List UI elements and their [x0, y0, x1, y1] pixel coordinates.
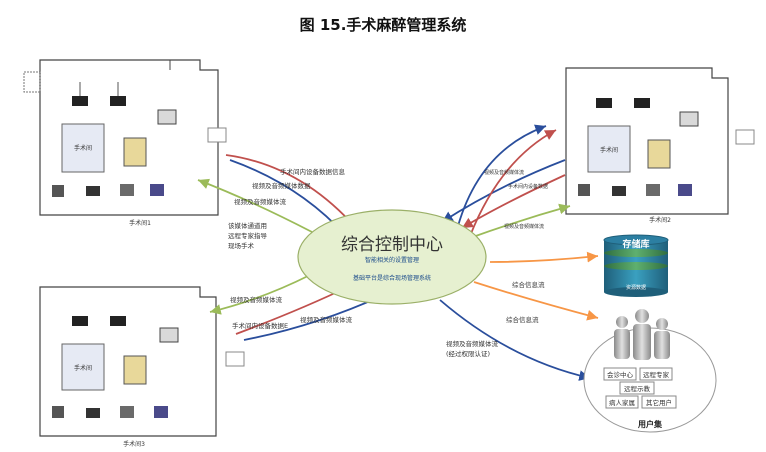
room-caption: 手术间2	[649, 216, 671, 224]
user-group: 会诊中心 远程专家 远程示教 病人家属 其它用户 用户集	[583, 309, 717, 433]
center-line-1: 智能相关的设置管理	[365, 256, 419, 264]
center-title: 综合控制中心	[341, 235, 443, 255]
label-info-2: 综合信息流	[506, 315, 539, 324]
label-device-data: 手术间内设备数据信息	[280, 167, 346, 176]
label-av-stream-b: 视频及音频媒体流	[300, 315, 353, 324]
arrow-av-downlink-b	[209, 274, 311, 315]
arrow-up-right	[457, 124, 547, 227]
operating-table-icon	[61, 123, 105, 173]
label-right-b: 手术间内设备数据	[508, 183, 548, 190]
server-icon	[647, 139, 671, 169]
users-caption: 用户集	[637, 419, 663, 429]
equipment-icon	[52, 185, 64, 197]
terminal-icon	[207, 127, 227, 143]
equipment-icon	[120, 406, 134, 418]
workstation-icon	[679, 111, 699, 127]
storage-layer-label: 资源数据	[626, 284, 646, 291]
workstation-icon	[159, 327, 179, 343]
server-icon	[123, 137, 147, 167]
room-label: 手术间	[600, 146, 618, 154]
label-info-1: 综合信息流	[512, 280, 545, 289]
equipment-icon	[678, 184, 692, 196]
workstation-icon	[157, 109, 177, 125]
label-right-c: 视频及音频媒体流	[504, 223, 544, 230]
label-auth-1: 视频及音频媒体流	[446, 339, 499, 348]
label-av-stream-b-up: 视频及音频媒体流	[230, 295, 283, 304]
monitor-icon	[110, 96, 126, 106]
terminal-icon	[735, 129, 755, 145]
operating-table-icon	[587, 125, 631, 173]
room-caption: 手术间1	[129, 219, 151, 227]
label-remote-note-2: 远程专家指导	[228, 231, 268, 240]
arrow-info-users	[473, 281, 599, 321]
storage-label: 存储库	[622, 238, 649, 250]
operating-room-bottom-left: 手术间 手术间3	[39, 286, 217, 448]
equipment-icon	[612, 186, 626, 196]
terminal-icon	[225, 351, 245, 367]
user-tag-family: 病人家属	[609, 398, 635, 407]
user-tag-consult: 会诊中心	[607, 370, 634, 379]
monitor-icon	[110, 316, 126, 326]
monitor-icon	[596, 98, 612, 108]
arrow-device-data	[225, 154, 357, 229]
control-center: 综合控制中心 智能相关的设置管理 基础平台是综合现场管理系统	[297, 209, 487, 305]
equipment-icon	[154, 406, 168, 418]
label-right-a: 视频及音频媒体流	[484, 169, 524, 176]
equipment-icon	[120, 184, 134, 196]
room-label: 手术间	[74, 144, 92, 152]
monitor-icon	[72, 96, 88, 106]
page-title: 图 15.手术麻醉管理系统	[299, 16, 467, 34]
arrow-auth-stream	[439, 299, 591, 381]
operating-room-top-left: 手术间 手术间1	[23, 59, 219, 227]
user-tag-expert: 远程专家	[643, 370, 670, 379]
arrow-device-data-c	[461, 174, 566, 229]
equipment-icon	[150, 184, 164, 196]
arrow-av-downlink	[197, 178, 313, 233]
arrow-info-storage	[489, 251, 599, 263]
user-tag-teaching: 远程示教	[624, 384, 651, 393]
label-remote-note-1: 该媒体通道用	[228, 221, 267, 230]
arrow-up-right-red	[469, 129, 557, 237]
equipment-icon	[52, 406, 64, 418]
monitor-icon	[72, 316, 88, 326]
server-icon	[123, 355, 147, 385]
room-caption: 手术间3	[123, 440, 145, 448]
label-auth-2: (经过权限认证)	[446, 349, 490, 358]
label-device-data-b: 手术间内设备数据E	[232, 321, 288, 330]
label-remote-note-3: 现场手术	[228, 241, 255, 250]
user-tag-other: 其它用户	[646, 398, 672, 407]
label-av-stream-short: 视频及音频媒体流	[234, 197, 287, 206]
room-label: 手术间	[74, 364, 92, 372]
operating-table-icon	[61, 343, 105, 391]
storage-cylinder: 存储库 资源数据	[603, 234, 669, 297]
center-line-2: 基础平台是综合现场管理系统	[353, 274, 431, 282]
arrow-av-downlink-c	[469, 203, 571, 239]
equipment-icon	[578, 184, 590, 196]
label-av-stream: 视频及音频媒体数据	[252, 181, 311, 190]
operating-room-top-right: 手术间 手术间2	[565, 67, 729, 224]
equipment-icon	[646, 184, 660, 196]
monitor-icon	[634, 98, 650, 108]
arrow-av-stream-c	[441, 159, 566, 223]
equipment-icon	[86, 408, 100, 418]
equipment-icon	[86, 186, 100, 196]
